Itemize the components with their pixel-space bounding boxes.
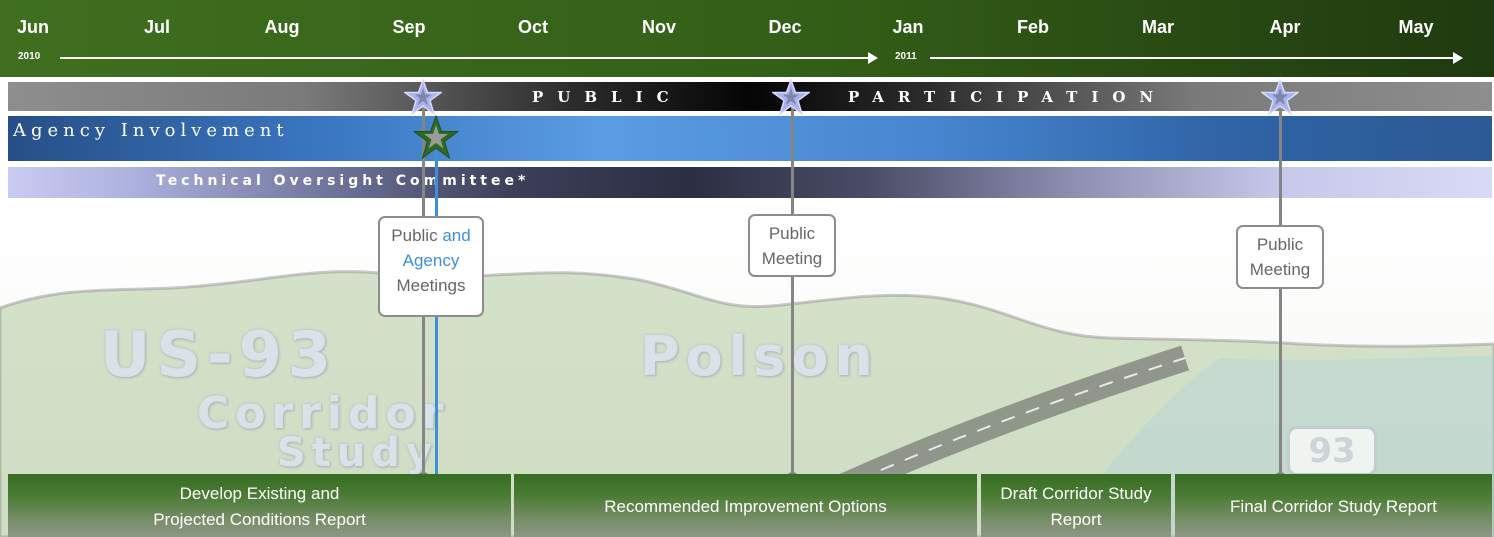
arrow-right-icon	[1453, 52, 1463, 64]
month-label: Nov	[641, 17, 676, 37]
band-label: PUBLIC	[532, 88, 683, 106]
phase-box: Recommended Improvement Options	[514, 474, 977, 537]
milestone-line	[791, 100, 794, 478]
band-label: Technical Oversight Committee*	[156, 173, 530, 189]
phase-box: Develop Existing and Projected Condition…	[8, 474, 511, 537]
month-label: Jun	[16, 17, 49, 37]
month-header: Jun Jul Aug Sep Oct Nov Dec Jan Feb Mar …	[0, 0, 1494, 77]
callout-text: Public	[1256, 235, 1304, 254]
callout-text: Meeting	[1249, 260, 1311, 279]
callout-text: Public	[391, 226, 438, 245]
agency-involvement-band: Agency Involvement	[8, 116, 1492, 161]
star-icon	[404, 79, 442, 115]
month-label: Jan	[892, 17, 924, 37]
phase-label: Develop Existing and	[179, 484, 340, 503]
milestone-line	[435, 152, 438, 482]
month-label: Sep	[392, 17, 426, 37]
milestone-line	[1279, 100, 1282, 478]
callout-text: Meeting	[761, 249, 823, 268]
year-label: 2010	[18, 51, 41, 62]
highway-shield-icon: 93	[1287, 426, 1377, 476]
technical-oversight-band: Technical Oversight Committee*	[8, 167, 1492, 198]
callout-text: Public	[768, 224, 816, 243]
background-title: Study	[277, 430, 439, 476]
month-label: Apr	[1269, 17, 1301, 37]
month-label: May	[1398, 17, 1434, 37]
callout-text-accent: and	[442, 226, 471, 245]
year-arrow-line	[60, 57, 870, 59]
phase-label: Draft Corridor Study	[1000, 484, 1152, 503]
callout-text: Agency	[402, 251, 460, 270]
background-title: US-93	[100, 318, 338, 391]
meeting-callout: Public Meeting	[1236, 225, 1324, 289]
month-label: Aug	[264, 17, 300, 37]
star-icon	[772, 79, 810, 115]
month-label: Jul	[143, 17, 170, 37]
band-label: Agency Involvement	[13, 120, 289, 141]
phase-box: Final Corridor Study Report	[1175, 474, 1492, 537]
phase-label: Recommended Improvement Options	[604, 497, 887, 516]
background-title: Corridor	[197, 388, 450, 439]
background-title: Polson	[640, 325, 879, 388]
phase-label: Projected Conditions Report	[153, 510, 366, 529]
callout-text: Meetings	[396, 276, 466, 295]
month-label: Dec	[768, 17, 802, 37]
phase-label: Final Corridor Study Report	[1230, 497, 1437, 516]
band-label: PARTICIPATION	[848, 88, 1168, 106]
public-participation-band: PUBLIC PARTICIPATION	[8, 82, 1492, 111]
month-label: Mar	[1141, 17, 1174, 37]
arrow-right-icon	[868, 52, 878, 64]
meeting-callout: Public and Agency Meetings	[378, 216, 484, 317]
phase-label: Report	[1050, 510, 1102, 529]
month-label: Oct	[517, 17, 548, 37]
star-icon	[1261, 79, 1299, 115]
star-icon	[413, 115, 459, 159]
year-arrow-line	[930, 57, 1455, 59]
meeting-callout: Public Meeting	[748, 214, 836, 277]
year-label: 2011	[895, 51, 917, 62]
month-label: Feb	[1016, 17, 1049, 37]
phase-box: Draft Corridor Study Report	[981, 474, 1171, 537]
